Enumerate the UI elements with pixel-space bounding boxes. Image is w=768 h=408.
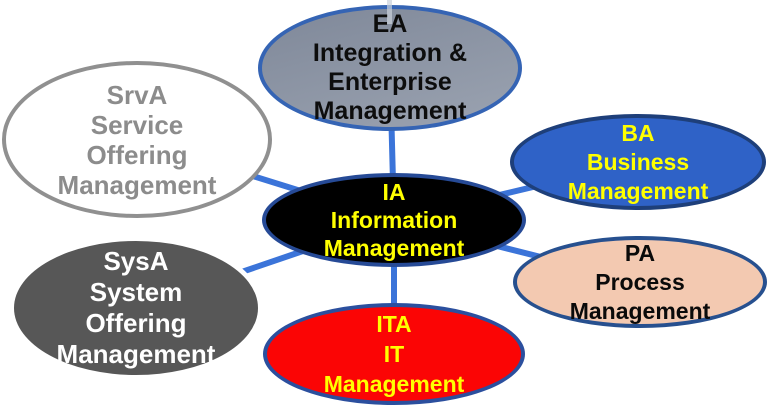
node-label-line: ITA — [376, 311, 412, 337]
node-ia-information-management: IA Information Management — [262, 173, 526, 267]
node-ba-business-management: BA Business Management — [510, 114, 766, 210]
node-label-line: Management — [323, 371, 465, 397]
node-pa-process-management: PA Process Management — [513, 236, 767, 328]
node-label-line: Management — [569, 297, 711, 324]
node-label-line: Management — [323, 235, 465, 261]
node-label-line: System — [89, 277, 183, 307]
node-label-line: SrvA — [106, 79, 168, 110]
node-label-line: Service — [90, 109, 184, 140]
node-sysa-system-offering-management: SysA System Offering Management — [9, 236, 263, 380]
node-label-line: Management — [313, 97, 467, 125]
node-srva-service-offering-management: SrvA Service Offering Management — [2, 61, 272, 218]
node-ita-it-management: ITA IT Management — [263, 303, 525, 405]
node-label-line: Management — [567, 177, 709, 204]
node-label-line: PA — [624, 239, 656, 266]
node-label-line: IA — [382, 179, 406, 205]
node-label-line: Offering — [85, 308, 187, 338]
node-label-line: Enterprise — [328, 68, 452, 96]
node-label-line: Business — [586, 148, 690, 175]
node-label-line: Process — [595, 268, 685, 295]
node-label-line: Information — [330, 207, 458, 233]
cropped-connector-stub — [387, 0, 392, 24]
node-label-line: SysA — [103, 246, 169, 276]
node-ea-integration-enterprise-management: EA Integration & Enterprise Management — [258, 5, 522, 131]
node-label-line: Management — [56, 339, 216, 369]
node-label-line: IT — [383, 341, 405, 367]
node-label-line: Integration & — [312, 39, 468, 67]
node-label-line: Management — [57, 169, 217, 200]
node-label-line: Offering — [86, 139, 188, 170]
node-label-line: BA — [621, 119, 655, 146]
